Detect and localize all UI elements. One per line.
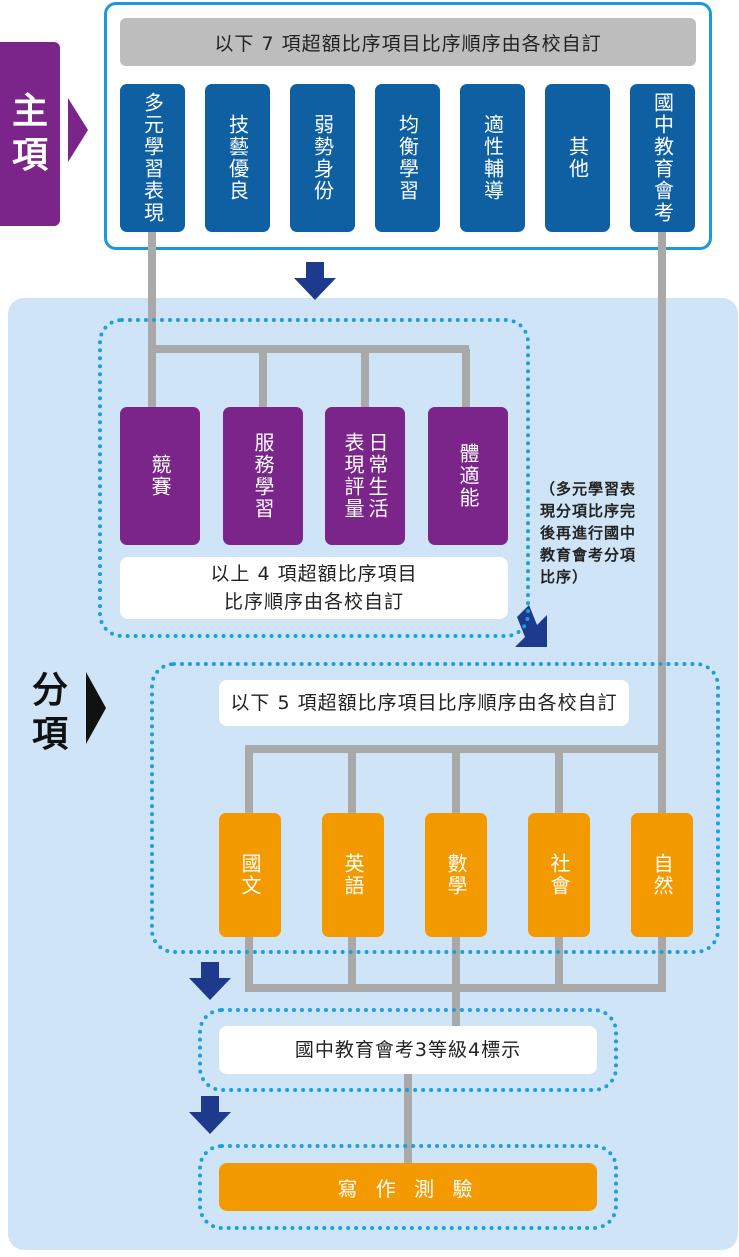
side-note-line: 後再進行國中: [540, 524, 637, 542]
main-item: 技藝優良: [205, 84, 270, 232]
subject-banner: 以下 5 項超額比序項目比序順序由各校自訂: [219, 680, 629, 726]
main-banner: 以下 7 項超額比序項目比序順序由各校自訂: [120, 18, 696, 66]
grade-box: 國中教育會考3等級4標示: [219, 1026, 597, 1074]
group1-note: 以上 4 項超額比序項目 比序順序由各校自訂: [120, 557, 508, 619]
side-note-line: （多元學習表: [540, 480, 637, 498]
sub-item-service: 服務學習: [223, 407, 303, 545]
main-banner-text: 以下 7 項超額比序項目比序順序由各校自訂: [214, 32, 602, 55]
main-item-label: 多元學習表現: [140, 92, 165, 224]
subject-item: 社會: [528, 813, 590, 937]
subject-item-label: 社會: [547, 853, 571, 897]
side-note-line: 比序）: [540, 568, 589, 586]
main-item-label: 適性輔導: [480, 114, 505, 202]
group1-note-line: 以上 4 項超額比序項目: [210, 563, 418, 585]
sub-item-label: 體適能: [456, 443, 480, 509]
main-item-label: 均衡學習: [395, 114, 420, 202]
main-item: 多元學習表現: [120, 84, 185, 232]
subject-item: 自然: [631, 813, 693, 937]
side-note-line: 現分項比序完: [540, 502, 637, 520]
subject-item-label: 自然: [650, 853, 674, 897]
down-arrow-icon: [294, 262, 336, 300]
main-item-label: 弱勢身份: [310, 114, 335, 202]
main-label: 主項: [0, 42, 60, 226]
sub-item-daily-life: 日常生活 表現評量: [325, 407, 405, 545]
subject-item-label: 數學: [444, 853, 468, 897]
subject-group: [150, 662, 720, 954]
group1-note-line: 比序順序由各校自訂: [223, 591, 404, 613]
main-item-label: 其他: [565, 136, 590, 180]
sub-label: 分項: [28, 668, 72, 758]
main-item: 其他: [545, 84, 610, 232]
writing-test-text: 寫 作 測 驗: [337, 1176, 479, 1201]
sub-item-label: 服務學習: [251, 432, 275, 520]
main-item: 弱勢身份: [290, 84, 355, 232]
down-arrow-icon: [189, 962, 231, 1000]
subject-item: 英語: [322, 813, 384, 937]
grade-box-text: 國中教育會考3等級4標示: [294, 1039, 522, 1061]
subject-item-label: 國文: [238, 853, 262, 897]
subject-item: 國文: [219, 813, 281, 937]
main-label-text: 主項: [12, 91, 49, 176]
subject-item: 數學: [425, 813, 487, 937]
main-item: 適性輔導: [460, 84, 525, 232]
subject-item-label: 英語: [341, 853, 365, 897]
main-item: 國中教育會考: [630, 84, 695, 232]
multi-learning-group: [98, 318, 530, 638]
subject-banner-text: 以下 5 項超額比序項目比序順序由各校自訂: [230, 692, 618, 714]
writing-group: [198, 1144, 618, 1230]
side-note-line: 教育會考分項: [540, 546, 637, 564]
sub-triangle-icon: [86, 672, 106, 744]
side-note: （多元學習表 現分項比序完 後再進行國中 教育會考分項 比序）: [540, 478, 658, 588]
sub-item-label: 日常生活 表現評量: [341, 432, 389, 520]
sub-item-competition: 競賽: [120, 407, 200, 545]
down-arrow-icon: [189, 1096, 231, 1134]
main-item: 均衡學習: [375, 84, 440, 232]
sub-item-fitness: 體適能: [428, 407, 508, 545]
grade-group: [198, 1008, 618, 1092]
sub-item-label: 競賽: [148, 454, 172, 498]
writing-test-box: 寫 作 測 驗: [219, 1163, 597, 1211]
main-item-label: 技藝優良: [225, 114, 250, 202]
sub-label-text: 分項: [32, 670, 69, 755]
main-triangle-icon: [68, 98, 88, 162]
main-item-label: 國中教育會考: [650, 92, 675, 224]
